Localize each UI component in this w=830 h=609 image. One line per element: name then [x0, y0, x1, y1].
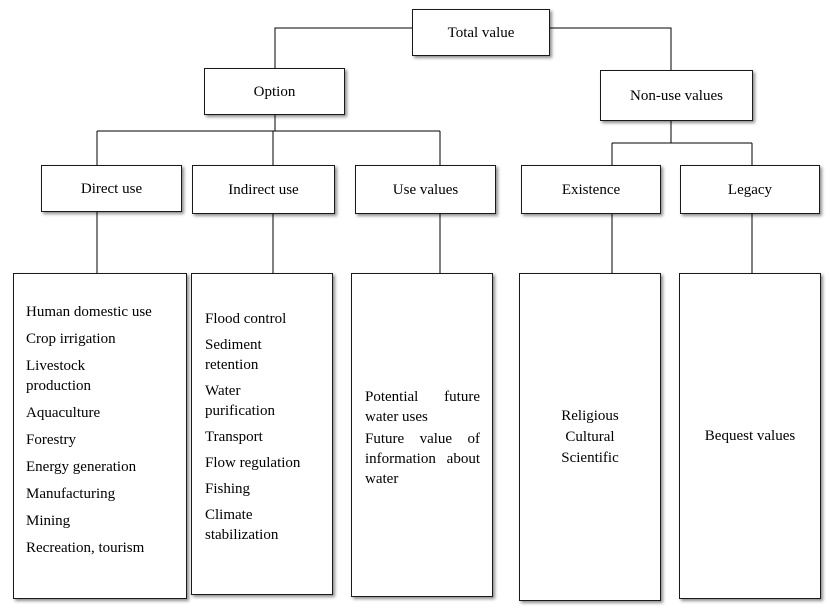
- list-item: Flood control: [205, 311, 287, 327]
- list-item: Future value of information about water: [365, 431, 480, 487]
- use-values-node: Use values: [355, 165, 496, 214]
- list-item: Human domestic use: [26, 304, 152, 320]
- use-values-items: Potential future water uses Future value…: [365, 387, 480, 489]
- existence-label: Existence: [561, 181, 621, 198]
- option-label: Option: [253, 83, 296, 100]
- direct-use-node: Direct use: [41, 165, 182, 212]
- list-item: Scientific: [561, 450, 619, 466]
- total-value-node: Total value: [412, 9, 550, 56]
- list-item: Crop irrigation: [26, 331, 116, 347]
- total-value-label: Total value: [447, 24, 515, 41]
- direct-use-label: Direct use: [80, 180, 143, 197]
- list-item: Sediment retention: [205, 337, 262, 373]
- list-item: Mining: [26, 513, 71, 529]
- list-item: Recreation, tourism: [26, 540, 145, 556]
- list-item: Livestock production: [26, 358, 91, 394]
- non-use-values-node: Non-use values: [600, 70, 753, 121]
- list-item: Water purification: [205, 383, 275, 419]
- list-item: Forestry: [26, 432, 76, 448]
- indirect-use-node: Indirect use: [192, 165, 335, 214]
- direct-use-items: Human domestic use Crop irrigation Lives…: [26, 302, 178, 558]
- list-item: Cultural: [565, 429, 615, 445]
- legacy-label: Legacy: [727, 181, 773, 198]
- non-use-values-label: Non-use values: [630, 87, 723, 104]
- use-values-label: Use values: [392, 181, 459, 198]
- list-item: Flow regulation: [205, 455, 301, 471]
- indirect-use-label: Indirect use: [228, 181, 299, 198]
- list-item: Aquaculture: [26, 405, 101, 421]
- indirect-use-items-box: Flood control Sediment retention Water p…: [191, 273, 333, 595]
- list-item: Energy generation: [26, 459, 137, 475]
- list-item: Climate stabilization: [205, 507, 279, 543]
- option-node: Option: [204, 68, 345, 115]
- list-item: Manufacturing: [26, 486, 116, 502]
- legacy-items-box: Bequest values: [679, 273, 821, 599]
- list-item: Religious: [561, 408, 619, 424]
- list-item: Bequest values: [704, 428, 796, 444]
- existence-items: Religious Cultural Scientific: [526, 406, 654, 469]
- existence-items-box: Religious Cultural Scientific: [519, 273, 661, 601]
- list-item: Potential future water uses: [365, 389, 480, 425]
- direct-use-items-box: Human domestic use Crop irrigation Lives…: [13, 273, 187, 599]
- list-item: Fishing: [205, 481, 251, 497]
- legacy-items: Bequest values: [686, 426, 814, 447]
- legacy-node: Legacy: [680, 165, 820, 214]
- indirect-use-items: Flood control Sediment retention Water p…: [205, 309, 326, 545]
- use-values-items-box: Potential future water uses Future value…: [351, 273, 493, 597]
- list-item: Transport: [205, 429, 263, 445]
- existence-node: Existence: [521, 165, 661, 214]
